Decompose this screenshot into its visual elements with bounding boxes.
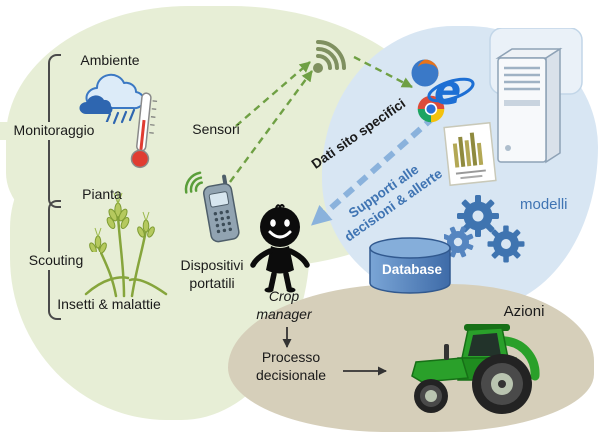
thermometer-icon: [130, 92, 158, 169]
label-pianta: Pianta: [82, 186, 122, 202]
mobile-phone-icon: [184, 171, 240, 243]
label-processo-decisionale: Processo decisionale: [255, 349, 327, 383]
label-modelli: modelli: [520, 196, 568, 213]
wheat-plant-icon: [84, 191, 168, 298]
wifi-signal-icon: [313, 40, 346, 73]
label-azioni: Azioni: [503, 303, 545, 320]
label-dispositivi-portatili: Dispositivi portatili: [180, 257, 244, 291]
label-scouting: Scouting: [12, 252, 100, 270]
server-icon: [489, 28, 583, 164]
browsers-icon: e: [411, 59, 475, 123]
label-monitoraggio: Monitoraggio: [0, 122, 110, 140]
label-crop-manager: Crop manager: [256, 288, 312, 322]
label-ambiente: Ambiente: [80, 52, 140, 68]
label-sensori: Sensori: [192, 121, 240, 137]
label-database: Database: [381, 262, 443, 277]
gears-icon: [444, 195, 525, 263]
database-icon: [369, 237, 451, 294]
label-insetti-malattie: Insetti & malattie: [57, 296, 161, 312]
svg-text:e: e: [434, 68, 461, 114]
tractor-icon: [411, 324, 540, 414]
wheat-logo-icon: [443, 121, 497, 187]
crop-manager-icon: [250, 204, 310, 293]
